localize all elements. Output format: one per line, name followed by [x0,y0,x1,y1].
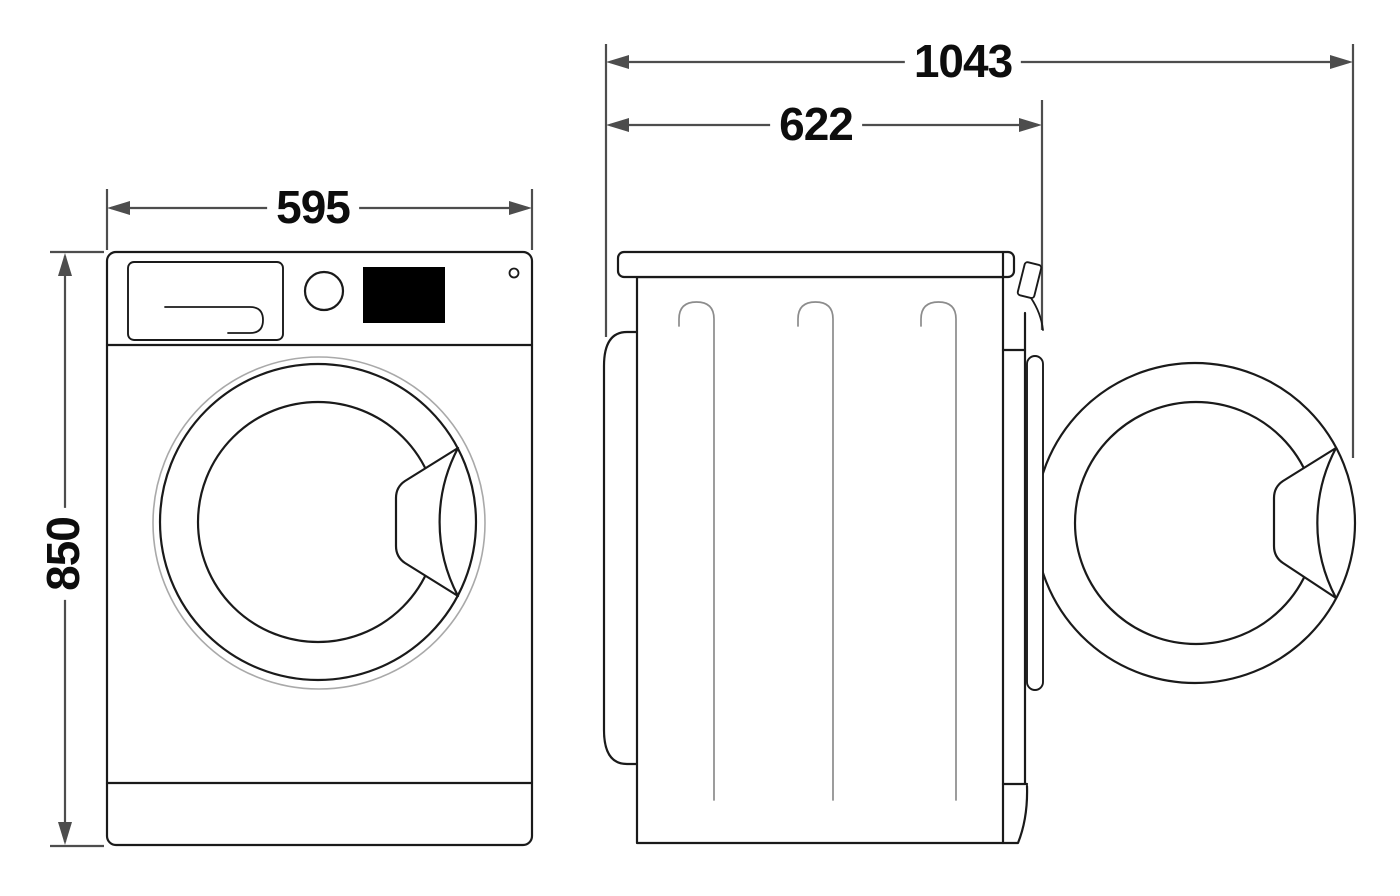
groove [797,301,834,801]
door-rim [158,362,478,682]
display-screen [363,267,445,323]
latch-curve [1030,297,1044,331]
arrowhead-right [1330,55,1353,69]
door-latch [1016,261,1043,299]
side-panel-grooves [678,301,957,801]
open-door-handle [1272,446,1338,600]
front-edge-detail [1001,261,1044,845]
front-view [105,250,534,847]
side-body [635,275,1005,845]
side-view [602,250,1357,845]
arrowhead-down [58,822,72,845]
door-handle [394,446,460,598]
rear-bulge [602,330,642,766]
program-knob [303,270,345,312]
worktop [616,250,1016,279]
dim-label-depth-body: 622 [770,101,862,147]
arrowhead-up [58,253,72,276]
arrowhead-right [509,201,532,215]
arrowhead-left [606,118,629,132]
drawer-handle [164,306,264,334]
detergent-drawer [127,261,284,341]
arrowhead-right [1019,118,1042,132]
door-frame-bar [1026,355,1044,691]
dim-label-front-width: 595 [267,184,359,230]
power-led [508,267,520,279]
arrowhead-left [107,201,130,215]
groove [920,301,957,801]
dim-label-depth-door-open: 1043 [904,38,1022,84]
dim-label-height: 850 [37,508,89,600]
front-body [105,250,534,847]
door-bottom-edge [1001,784,1029,845]
arrowhead-left [606,55,629,69]
door-outer-trim [152,356,486,690]
groove [678,301,715,801]
